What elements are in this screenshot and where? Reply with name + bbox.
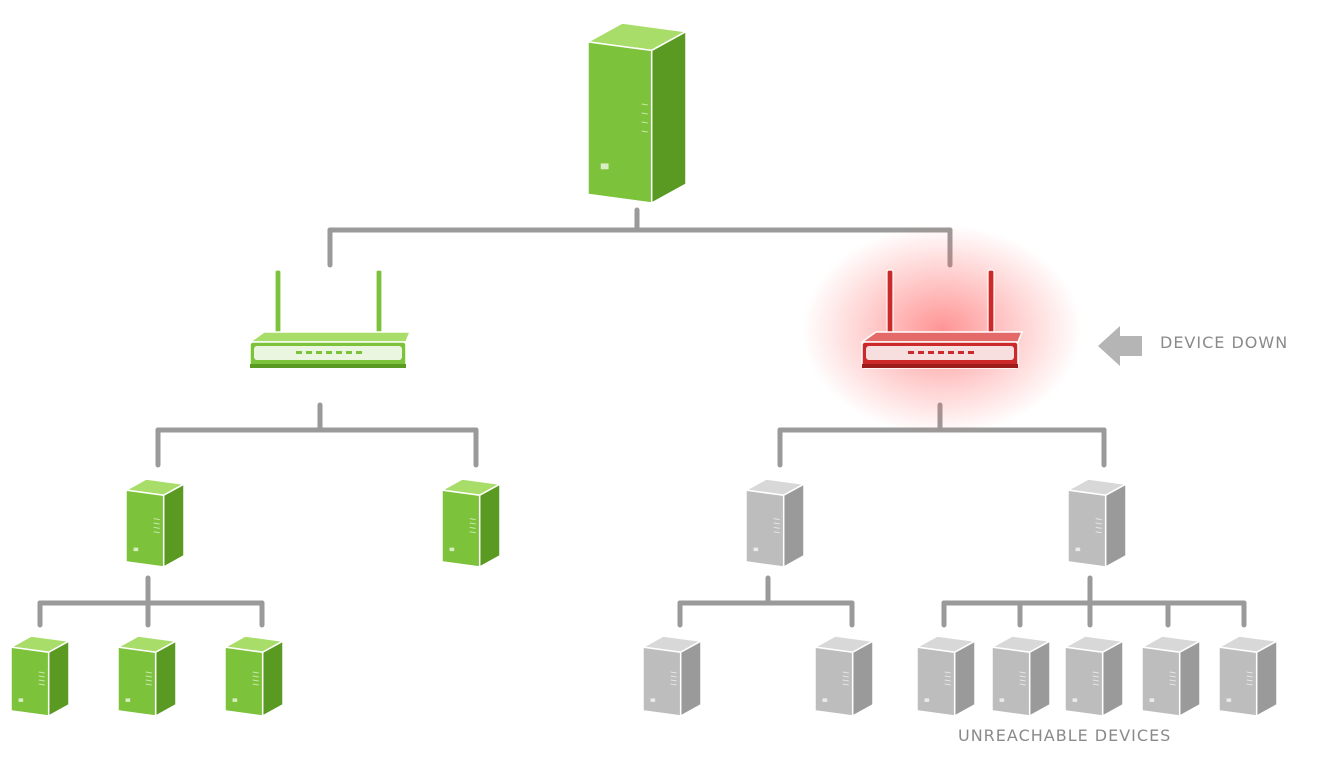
unreachable-devices-label: UNREACHABLE DEVICES	[958, 726, 1172, 745]
server-r2e-server-icon	[1216, 635, 1280, 718]
server-r2b-server-icon	[989, 635, 1053, 718]
device-down-label: DEVICE DOWN	[1160, 333, 1289, 352]
device-nodes	[8, 22, 1280, 718]
server-r1b-server-icon	[812, 635, 876, 718]
server-r1-server-icon	[743, 478, 807, 569]
server-root-server-icon	[585, 22, 689, 205]
server-r2-server-icon	[1065, 478, 1129, 569]
server-l1c-server-icon	[222, 635, 286, 718]
server-l1a-server-icon	[8, 635, 72, 718]
server-l1b-server-icon	[115, 635, 179, 718]
server-r2c-server-icon	[1062, 635, 1126, 718]
connection-lines	[37, 207, 1247, 628]
server-r2a-server-icon	[914, 635, 978, 718]
arrow-left-icon	[1098, 326, 1142, 366]
server-r2d-server-icon	[1139, 635, 1203, 718]
router-right-router-icon	[802, 225, 1082, 435]
router-left-router-icon	[247, 269, 412, 369]
server-l2-server-icon	[439, 478, 503, 569]
arrow-shape	[1098, 326, 1142, 366]
server-l1-server-icon	[123, 478, 187, 569]
server-r1a-server-icon	[640, 635, 704, 718]
